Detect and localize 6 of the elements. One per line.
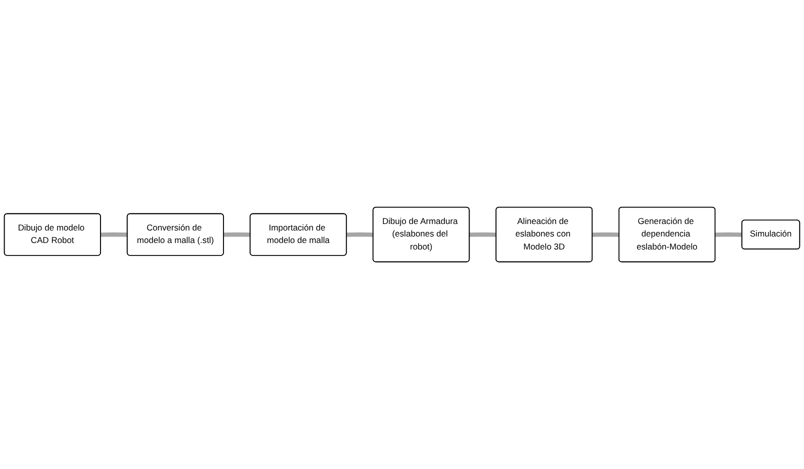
- connector: [715, 232, 742, 237]
- connector: [592, 232, 620, 237]
- connector: [470, 232, 496, 237]
- connector: [346, 232, 374, 237]
- connector: [100, 232, 128, 237]
- connector: [224, 232, 250, 237]
